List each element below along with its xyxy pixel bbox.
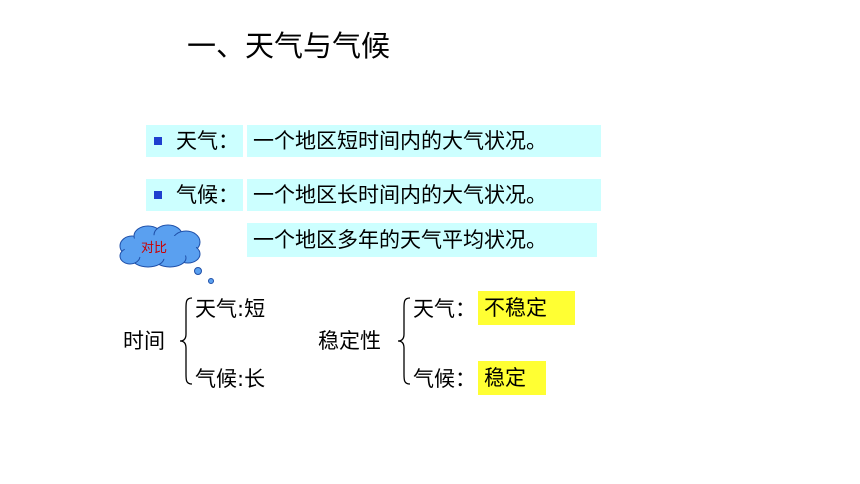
thought-cloud-icon bbox=[119, 224, 214, 284]
definition-term-weather: 天气： bbox=[176, 129, 239, 153]
bullet-icon bbox=[154, 137, 162, 145]
definition-text-climate-alt-label: 一个地区多年的天气平均状况。 bbox=[253, 228, 547, 252]
bullet-icon bbox=[154, 191, 162, 199]
comparison-stability-weather-term: 天气： bbox=[413, 297, 476, 321]
brace-icon bbox=[179, 297, 193, 385]
definition-text-climate-label: 一个地区长时间内的大气状况。 bbox=[253, 183, 547, 207]
comparison-stability-label: 稳定性 bbox=[318, 329, 381, 353]
definition-text-weather-label: 一个地区短时间内的大气状况。 bbox=[253, 129, 547, 153]
definition-term-box-weather: 天气： bbox=[146, 125, 243, 157]
page-title: 一、天气与气候 bbox=[187, 29, 391, 63]
definition-term-box-climate: 气候： bbox=[146, 179, 243, 211]
callout-label: 对比 bbox=[141, 241, 168, 256]
comparison-time-weather: 天气:短 bbox=[195, 297, 266, 321]
definition-term-climate: 气候： bbox=[176, 183, 239, 207]
comparison-time-climate: 气候:长 bbox=[195, 367, 266, 391]
definition-text-climate: 一个地区长时间内的大气状况。 bbox=[247, 179, 601, 211]
definition-text-climate-alt: 一个地区多年的天气平均状况。 bbox=[247, 223, 597, 257]
comparison-stability-climate-term: 气候： bbox=[413, 367, 476, 391]
comparison-stability-climate-value: 稳定 bbox=[478, 361, 546, 395]
definition-text-weather: 一个地区短时间内的大气状况。 bbox=[247, 125, 601, 157]
brace-icon bbox=[397, 297, 411, 385]
comparison-time-label: 时间 bbox=[123, 329, 165, 353]
comparison-stability-weather-value: 不稳定 bbox=[478, 291, 575, 325]
